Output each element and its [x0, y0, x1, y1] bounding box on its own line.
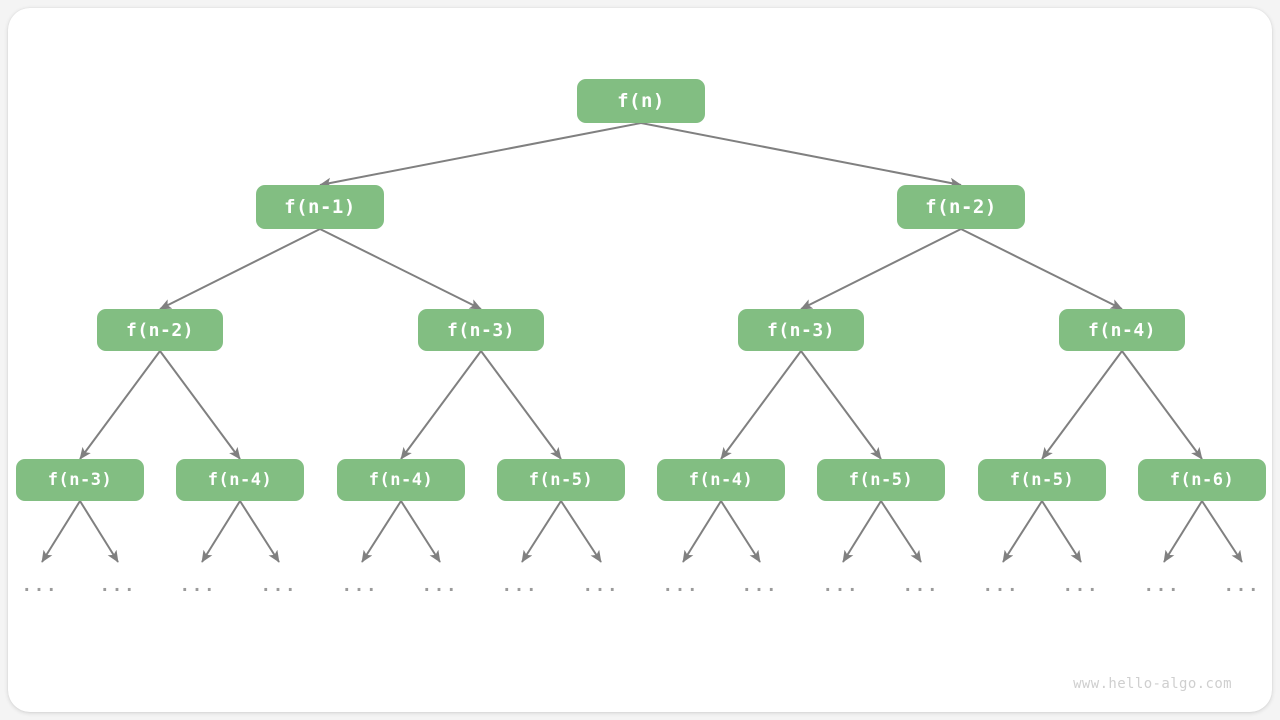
ellipsis-marker: ... — [1062, 576, 1100, 596]
tree-node[interactable]: f(n-4) — [657, 459, 785, 501]
ellipsis-marker: ... — [421, 576, 459, 596]
tree-node[interactable]: f(n-6) — [1138, 459, 1266, 501]
tree-node[interactable]: f(n-2) — [97, 309, 223, 351]
ellipsis-marker: ... — [741, 576, 779, 596]
tree-node[interactable]: f(n-2) — [897, 185, 1025, 229]
ellipsis-marker: ... — [99, 576, 137, 596]
ellipsis-marker: ... — [582, 576, 620, 596]
tree-node[interactable]: f(n-3) — [738, 309, 864, 351]
ellipsis-marker: ... — [501, 576, 539, 596]
tree-node[interactable]: f(n) — [577, 79, 705, 123]
ellipsis-marker: ... — [982, 576, 1020, 596]
tree-node[interactable]: f(n-3) — [16, 459, 144, 501]
ellipsis-marker: ... — [21, 576, 59, 596]
ellipsis-marker: ... — [662, 576, 700, 596]
ellipsis-marker: ... — [179, 576, 217, 596]
ellipsis-marker: ... — [822, 576, 860, 596]
ellipsis-marker: ... — [1223, 576, 1261, 596]
tree-node[interactable]: f(n-4) — [337, 459, 465, 501]
tree-node[interactable]: f(n-5) — [497, 459, 625, 501]
tree-node[interactable]: f(n-5) — [978, 459, 1106, 501]
watermark-text: www.hello-algo.com — [1073, 676, 1232, 692]
ellipsis-marker: ... — [902, 576, 940, 596]
ellipsis-marker: ... — [260, 576, 298, 596]
tree-node[interactable]: f(n-3) — [418, 309, 544, 351]
tree-node[interactable]: f(n-5) — [817, 459, 945, 501]
ellipsis-marker: ... — [1143, 576, 1181, 596]
ellipsis-marker: ... — [341, 576, 379, 596]
tree-node[interactable]: f(n-4) — [176, 459, 304, 501]
tree-node[interactable]: f(n-1) — [256, 185, 384, 229]
tree-node[interactable]: f(n-4) — [1059, 309, 1185, 351]
